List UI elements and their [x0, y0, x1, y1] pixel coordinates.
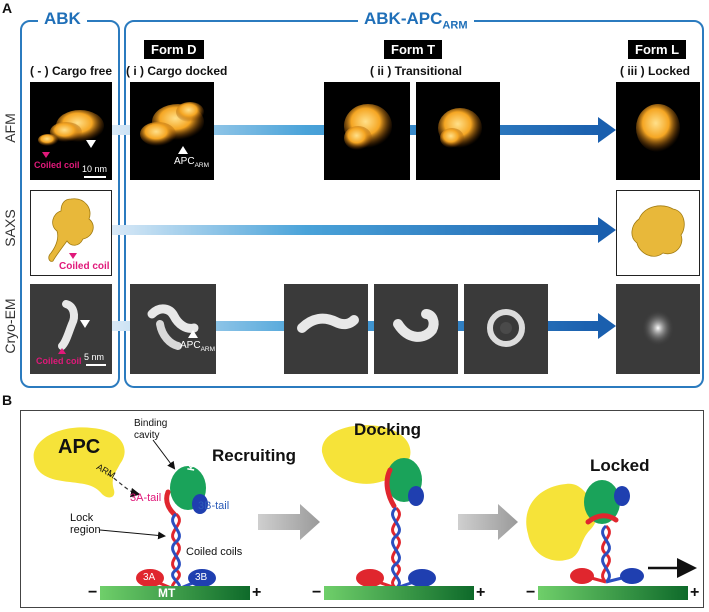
tail-3a-label: 3A-tail [130, 492, 162, 504]
abk-apc-header: ABK-APCARM [358, 9, 474, 32]
mt-bar-1 [100, 586, 250, 600]
mt-label: MT [158, 586, 176, 600]
row-label-saxs: SAXS [2, 209, 18, 247]
afm-apc-arm-label: APCARM [174, 156, 210, 169]
em-coiled-coil-label: Coiled coil [36, 356, 82, 366]
em-coiled-coil-pointer-icon [58, 348, 66, 354]
minus-2: − [312, 584, 322, 601]
saxs-image-cargo-free: Coiled coil [30, 190, 112, 276]
em-image-form-t-2 [374, 284, 458, 374]
em-image-cargo-free: Coiled coil 5 nm [30, 284, 112, 374]
em-image-form-l [616, 284, 700, 374]
afm-image-form-t-2 [416, 82, 500, 180]
locked-title: Locked [590, 456, 650, 475]
afm-pointer-icon [86, 140, 96, 148]
em-apc-arm-pointer-icon [188, 330, 198, 338]
panel-a-letter: A [2, 0, 13, 16]
apc-blob-locked [526, 483, 598, 561]
panel-b-frame [20, 410, 704, 608]
afm-image-form-d: APCARM [130, 82, 214, 180]
docking-title: Docking [354, 420, 422, 439]
form-l-tag: Form L [628, 40, 687, 59]
minus-3: − [526, 584, 536, 601]
lock-region-label-1: Lock [70, 512, 94, 524]
saxs-coiled-coil-pointer-icon [69, 253, 77, 259]
em-image-form-t-3 [464, 284, 548, 374]
em-image-form-t-1 [284, 284, 368, 374]
mt-bar-3 [538, 586, 688, 600]
em-scale-label: 5 nm [84, 352, 105, 362]
row-label-cryo-em: Cryo-EM [2, 298, 18, 354]
panel-b-letter: B [2, 392, 13, 408]
plus-1: + [252, 584, 262, 601]
em-scale-bar [86, 364, 106, 366]
tail-3b-label: 3B-tail [198, 500, 230, 512]
coiled-coils-label: Coiled coils [186, 546, 243, 558]
em-pointer-icon [80, 320, 90, 328]
apc-label: APC [58, 436, 101, 458]
motor-3a-label: 3A [143, 572, 156, 583]
recruiting-title: Recruiting [212, 446, 297, 465]
cond-transitional: ( ii ) Transitional [370, 64, 463, 78]
coiled-coil-pointer-icon [42, 152, 50, 158]
lock-region-label-2: region [70, 524, 101, 536]
cond-cargo-free: ( - ) Cargo free [30, 64, 113, 78]
mt-bar-2 [324, 586, 474, 600]
em-image-form-d: APCARM [130, 284, 216, 374]
afm-image-cargo-free: Coiled coil 10 nm [30, 82, 112, 180]
afm-scale-bar [84, 176, 106, 178]
apc-arm-pointer-icon [178, 146, 188, 154]
apc-blob-recruiting [33, 427, 125, 498]
plus-3: + [690, 584, 700, 601]
mechanism-diagram [33, 425, 697, 600]
minus-1: − [88, 584, 98, 601]
saxs-image-form-l [616, 190, 700, 276]
cond-cargo-docked: ( i ) Cargo docked [126, 64, 228, 78]
afm-image-form-t-1 [324, 82, 410, 180]
form-t-tag: Form T [384, 40, 443, 59]
form-d-tag: Form D [144, 40, 204, 59]
binding-cavity-label-2: cavity [134, 430, 160, 441]
cond-locked: ( iii ) Locked [620, 64, 691, 78]
row-label-afm: AFM [2, 113, 18, 143]
plus-2: + [476, 584, 486, 601]
motor-3b-label: 3B [195, 572, 208, 583]
saxs-coiled-coil-label: Coiled coil [59, 261, 110, 272]
afm-image-form-l [616, 82, 700, 180]
binding-cavity-label-1: Binding [134, 418, 168, 429]
em-apc-arm-label: APCARM [180, 340, 216, 353]
afm-coiled-coil-label: Coiled coil [34, 160, 80, 170]
afm-scale-label: 10 nm [82, 164, 108, 174]
abk-header: ABK [38, 9, 87, 29]
saxs-row-arrow [110, 217, 616, 243]
